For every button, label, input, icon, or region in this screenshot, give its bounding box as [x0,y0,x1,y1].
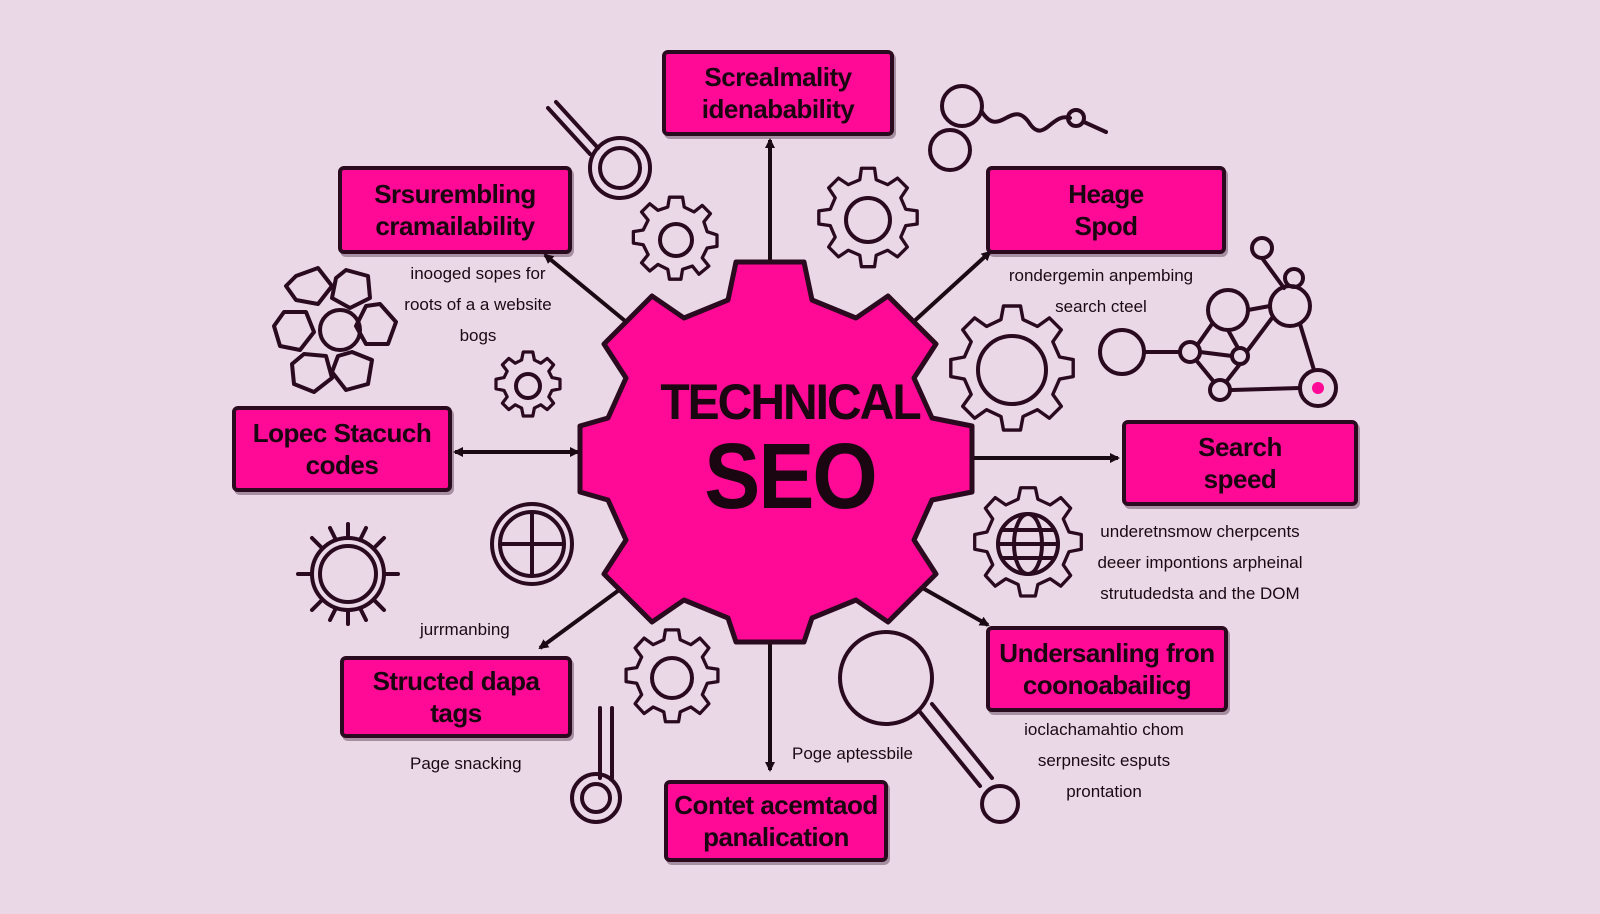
note-lower-left-label: jurrmanbing [420,620,510,639]
gear-icon [949,304,1075,432]
note-lower-left-caption: Page snacking [410,754,522,773]
note-lower-right: ioclachamahtio chom serpnesitc esputs pr… [1004,714,1204,807]
center-title-line1: TECHNICAL [660,374,921,431]
note-bottom-caption: Poge aptessbile [792,744,913,763]
magnifier-icon [570,706,622,824]
node-upper-left-line2: cramailability [375,211,535,241]
globe-gear-icon [973,486,1083,598]
note-lower-right-line2: serpnesitc esputs [1037,751,1171,770]
note-upper-right: rondergemin anpembing search cteel [996,260,1206,322]
node-right-line1: Search [1198,432,1282,462]
node-bottom-line1: Contet acemtaod [674,790,878,820]
note-right-line2: deeer impontions arpheinal [1097,553,1303,572]
node-left-line2: codes [305,450,379,480]
note-lower-right-line3: prontation [1066,782,1142,801]
node-lower-right: Undersanling fron coonoabailicg [986,626,1228,712]
node-left-line1: Lopec Stacuch [252,418,432,448]
gear-icon [631,195,719,281]
arrow-lower-right [911,580,990,627]
node-lower-left-line1: Structed dapa [372,666,540,696]
globe-icon [490,502,574,586]
network-node-dot [1312,382,1324,394]
note-upper-right-line2: search cteel [1055,297,1147,316]
note-upper-left-line3: bogs [459,326,497,345]
note-upper-left-line1: inooged sopes for [410,264,546,283]
note-right-line1: underetnsmow cherpcents [1100,522,1300,541]
node-right: Search speed [1122,420,1358,506]
note-lower-right-line1: ioclachamahtio chom [1024,720,1184,739]
arrow-upper-left [543,253,632,327]
sun-icon [296,522,400,626]
node-right-line2: speed [1203,464,1277,494]
magnifier-icon [546,100,652,200]
node-lower-left: Structed dapa tags [340,656,572,738]
node-upper-right-line2: Spod [1074,211,1139,241]
node-bottom: Contet acemtaod panalication [664,780,888,862]
node-top-line1: Screalmality [704,62,852,92]
arrow-lower-left [538,580,632,650]
molecule-icon [928,84,1108,172]
center-title-line2: SEO [704,424,877,528]
node-upper-left: Srsurembling cramailability [338,166,572,254]
network-icon [1098,236,1338,408]
central-gear-icon [577,259,975,645]
note-upper-left-line2: roots of a a website [404,295,552,314]
note-right: underetnsmow cherpcents deeer impontions… [1080,516,1320,609]
node-top-line2: idenabability [701,94,855,124]
gear-icon [624,628,720,724]
node-upper-right: Heage Spod [986,166,1226,254]
node-top: Screalmality idenabability [662,50,894,136]
note-right-line3: strutudedsta and the DOM [1100,584,1300,603]
connector-arrows [453,138,1120,772]
node-lower-left-line2: tags [430,698,482,728]
node-lower-right-line1: Undersanling fron [999,638,1215,668]
arrow-upper-right [908,250,992,327]
honeycomb-icon [272,266,398,394]
note-upper-left: inooged sopes for roots of a a website b… [370,258,586,351]
gear-icon [494,350,562,418]
gear-icon [817,166,919,269]
node-bottom-line2: panalication [703,822,849,852]
magnifier-icon [838,630,1020,824]
node-upper-right-line1: Heage [1068,179,1144,209]
note-upper-right-line1: rondergemin anpembing [1008,266,1194,285]
node-left: Lopec Stacuch codes [232,406,452,492]
node-upper-left-line1: Srsurembling [374,179,536,209]
node-lower-right-line2: coonoabailicg [1022,670,1192,700]
